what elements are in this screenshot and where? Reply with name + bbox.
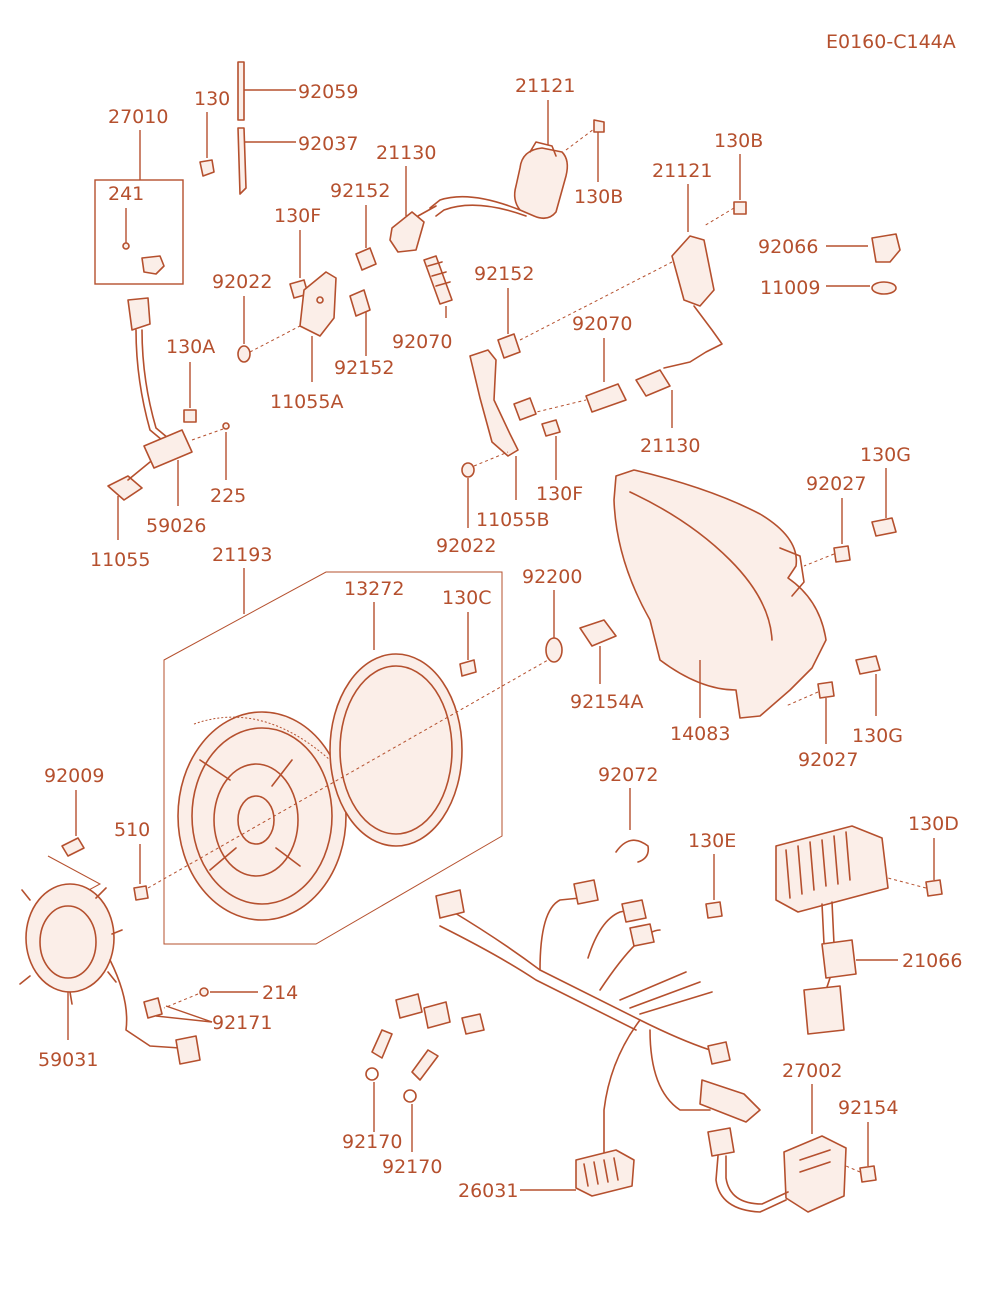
label-92171[interactable]: 92171 [212,1012,272,1034]
part-27002-unit: 27002 92154 [707,1060,898,1213]
sensor-59026 [143,429,193,469]
label-130B-right[interactable]: 130B [714,130,763,152]
label-11055B[interactable]: 11055B [476,509,549,531]
part-59031-stator: 92009 59031 214 92171 [19,765,298,1071]
ignition-coil-upper [513,147,569,220]
label-92027-upper[interactable]: 92027 [806,473,866,495]
label-27010[interactable]: 27010 [108,106,168,128]
label-130C[interactable]: 130C [442,587,492,609]
label-21121-upper[interactable]: 21121 [515,75,575,97]
label-59031[interactable]: 59031 [38,1049,98,1071]
label-241[interactable]: 241 [108,183,144,205]
label-92022-upper[interactable]: 92022 [212,271,272,293]
bolt-92154A [579,619,617,647]
label-130G-lower[interactable]: 130G [852,725,903,747]
part-26031-harness: 130E 26031 92170 92170 [342,830,761,1202]
part-92152-sleeves: 92152 92152 [330,180,394,379]
part-11055A-bracket: 130F 92022 11055A [212,205,343,413]
label-130F-upper[interactable]: 130F [274,205,321,227]
label-130D[interactable]: 130D [908,813,959,835]
bracket-11055B [469,349,519,457]
label-510[interactable]: 510 [114,819,150,841]
label-92070-middle[interactable]: 92070 [572,313,632,335]
label-26031[interactable]: 26031 [458,1180,518,1202]
plug-cap-middle [635,369,671,397]
label-214[interactable]: 214 [262,982,298,1004]
label-92009[interactable]: 92009 [44,765,104,787]
plug-cap-upper [389,211,425,253]
label-225[interactable]: 225 [210,485,246,507]
ring-gear-13272 [329,653,463,847]
parts-130-92059-92037: 130 92059 92037 [194,61,358,195]
label-92022-lower[interactable]: 92022 [436,535,496,557]
label-92170-b[interactable]: 92170 [382,1156,442,1178]
label-92200[interactable]: 92200 [522,566,582,588]
label-92154[interactable]: 92154 [838,1097,898,1119]
label-21130-upper[interactable]: 21130 [376,142,436,164]
label-92072[interactable]: 92072 [598,764,658,786]
label-92170-a[interactable]: 92170 [342,1131,402,1153]
parts-92200-92154A: 92200 92154A [522,566,643,713]
label-59026[interactable]: 59026 [146,515,206,537]
label-21121-right[interactable]: 21121 [652,160,712,182]
label-92152-a[interactable]: 92152 [330,180,390,202]
label-11009[interactable]: 11009 [760,277,820,299]
stator [25,883,115,993]
label-92152-c[interactable]: 92152 [474,263,534,285]
label-92066[interactable]: 92066 [758,236,818,258]
label-92152-b[interactable]: 92152 [334,357,394,379]
label-14083[interactable]: 14083 [670,723,730,745]
label-92059[interactable]: 92059 [298,81,358,103]
label-92154A[interactable]: 92154A [570,691,643,713]
sensor-11055 [107,475,143,501]
spark-plug-middle [585,383,627,413]
diagram-code: E0160-C144A [826,31,956,53]
part-11055B-bracket: 130F 11055B 92022 [436,349,583,557]
part-92070-upper: 92070 [392,255,453,353]
flywheel [177,711,347,921]
parts-middle-sleeve-plug: 92152 92070 21130 [474,261,700,457]
part-92072-clip: 92072 [598,764,658,863]
label-92037[interactable]: 92037 [298,133,358,155]
parts-92066-11009: 92066 11009 [758,233,901,299]
label-130A[interactable]: 130A [166,336,215,358]
part-21121-upper: 21121 130B [429,75,623,220]
label-21066[interactable]: 21066 [902,950,962,972]
label-11055[interactable]: 11055 [90,549,150,571]
part-59026-sensor: 130A 225 59026 11055 [90,297,246,571]
part-14083-housing: 14083 130G 92027 130G 92027 [613,444,911,771]
label-27002[interactable]: 27002 [782,1060,842,1082]
label-92070-upper[interactable]: 92070 [392,331,452,353]
spark-plug-upper [423,255,453,305]
part-21121-right: 21121 130B [652,130,763,369]
part-21066-regulator: 130D 21066 [775,813,962,1035]
ignition-coil-right [671,235,715,307]
label-130G-upper[interactable]: 130G [860,444,911,466]
bracket-11055A [299,271,337,337]
part-21193-flywheel: 21193 13272 130C 510 [114,544,549,945]
label-21193[interactable]: 21193 [212,544,272,566]
regulator-21066 [775,825,889,913]
unit-27002 [783,1135,847,1213]
clip-92072 [615,839,650,863]
part-241-switch [141,255,165,275]
label-130F-lower[interactable]: 130F [536,483,583,505]
label-130E[interactable]: 130E [688,830,736,852]
label-130-top[interactable]: 130 [194,88,230,110]
plug-92066 [871,233,901,263]
label-92027-lower[interactable]: 92027 [798,749,858,771]
fan-housing-14083 [613,469,827,719]
label-11055A[interactable]: 11055A [270,391,343,413]
part-21130-upper: 21130 [376,142,437,253]
label-13272[interactable]: 13272 [344,578,404,600]
label-21130-middle[interactable]: 21130 [640,435,700,457]
connector-26031 [575,1149,635,1197]
label-130B-upper[interactable]: 130B [574,186,623,208]
part-27010-group: 27010 241 [94,106,184,285]
